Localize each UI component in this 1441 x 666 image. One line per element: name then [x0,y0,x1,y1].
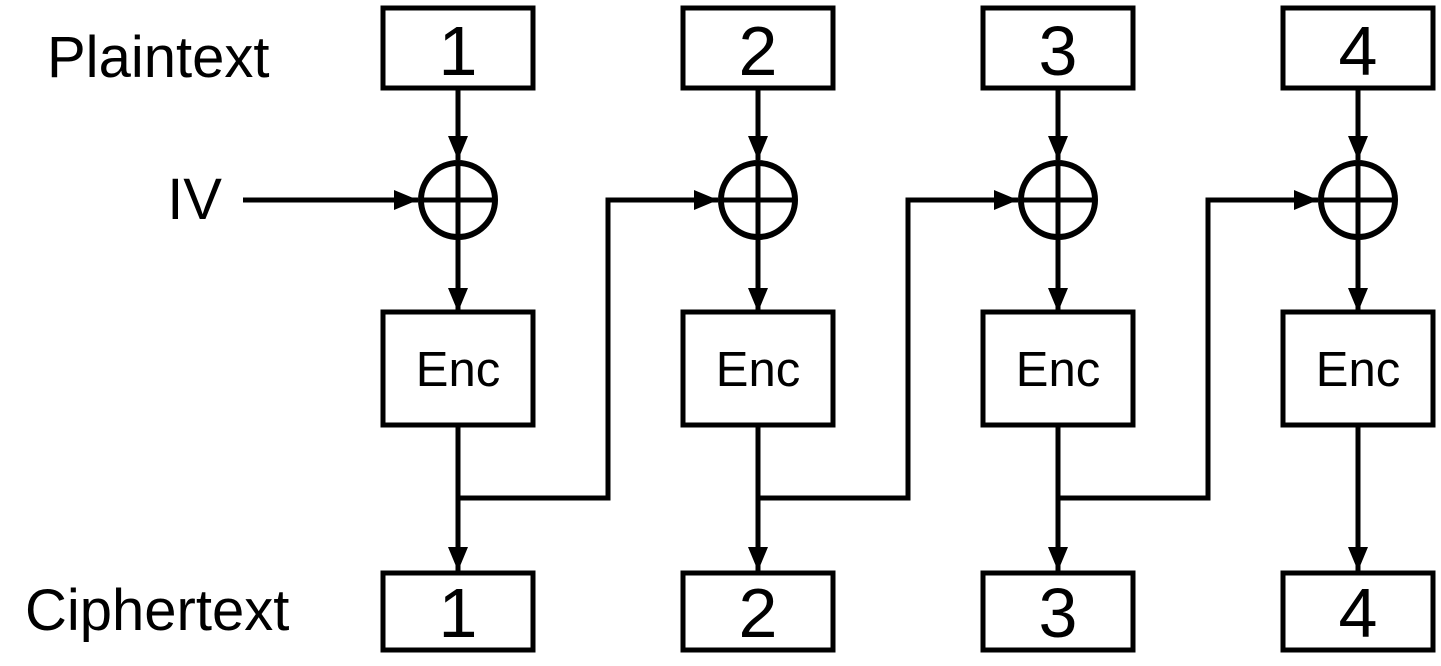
feedback-line-3-to-4 [1058,190,1318,501]
plaintext-block-4-label: 4 [1339,12,1378,90]
plaintext-block-3 [980,5,1136,91]
enc-box-4-label: Enc [1316,343,1400,397]
feedback-line-2-to-3 [758,190,1018,501]
enc-box-4 [1280,309,1436,428]
column-3: 3 Enc 3 [980,5,1318,653]
ciphertext-block-4 [1280,570,1436,653]
ciphertext-block-2-label: 2 [739,574,778,652]
ciphertext-block-3-label: 3 [1039,574,1078,652]
ciphertext-block-2 [680,570,836,653]
plaintext-block-2-label: 2 [739,12,778,90]
plaintext-block-3-label: 3 [1039,12,1078,90]
ciphertext-block-1-label: 1 [439,574,478,652]
ciphertext-row-label: Ciphertext [25,578,289,643]
column-2: 2 Enc 2 [680,5,1018,653]
enc-box-2-label: Enc [716,343,800,397]
feedback-line-1-to-2 [458,190,718,501]
ciphertext-block-4-label: 4 [1339,574,1378,652]
enc-box-1 [380,309,536,428]
column-4: 4 Enc 4 [1280,5,1436,653]
plaintext-block-1-label: 1 [439,12,478,90]
column-1: 1 Enc 1 [380,5,718,653]
iv-label: IV [167,167,222,232]
enc-box-1-label: Enc [416,343,500,397]
enc-box-3-label: Enc [1016,343,1100,397]
plaintext-row-label: Plaintext [47,25,269,90]
ciphertext-block-3 [980,570,1136,653]
ciphertext-block-1 [380,570,536,653]
